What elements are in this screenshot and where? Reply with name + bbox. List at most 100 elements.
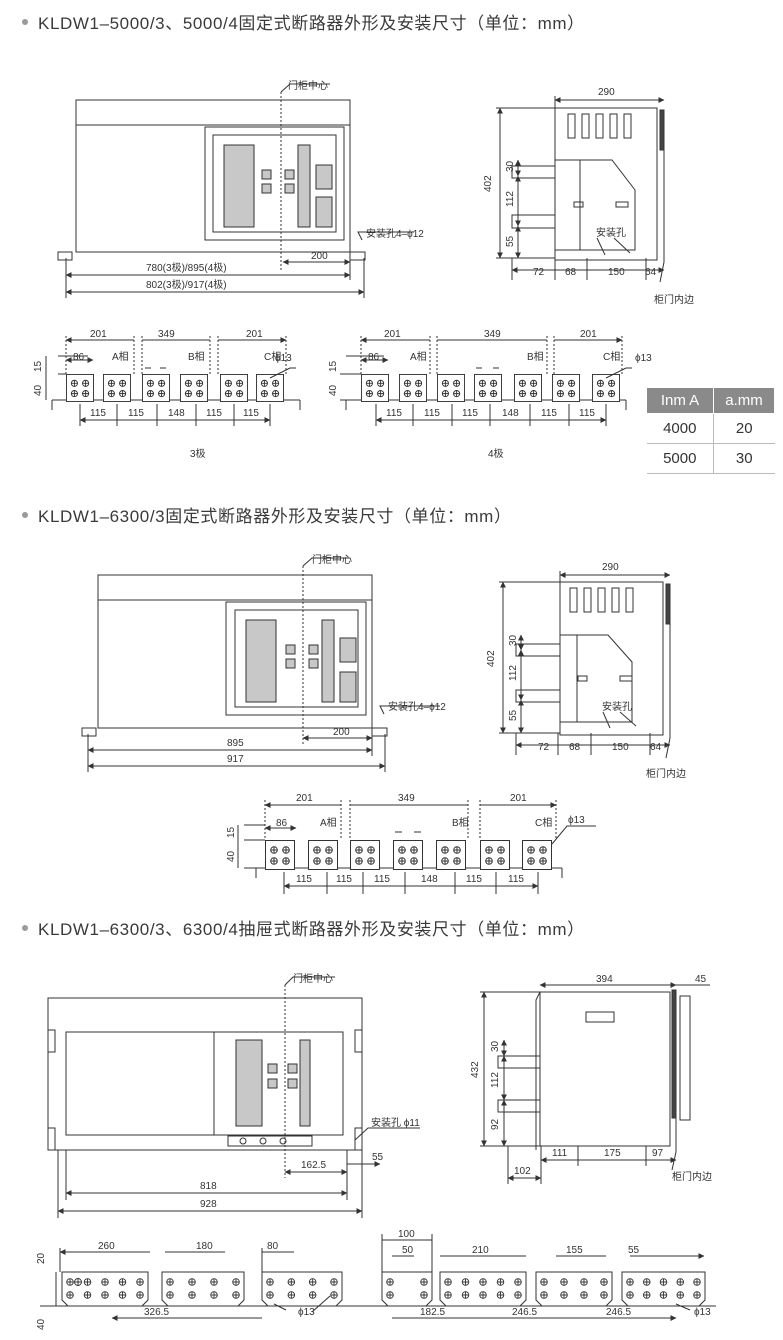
dim-115: 115 [296, 874, 312, 885]
bullet-icon [22, 511, 28, 518]
dim-115: 115 [386, 408, 402, 419]
dim-72: 72 [533, 267, 545, 278]
dim-201: 201 [580, 329, 597, 340]
label-phi13: ϕ13 [568, 815, 585, 826]
dim-246-5: 246.5 [606, 1307, 631, 1318]
side-view-s3 [480, 982, 710, 1184]
busbar-s2 [237, 800, 596, 894]
table-cell: 20 [713, 413, 775, 444]
dim-150: 150 [612, 742, 629, 753]
label-mount-hole: 安装孔 [596, 226, 626, 239]
dim-115: 115 [466, 874, 482, 885]
bolt-hole-cross [420, 1278, 428, 1286]
dim-115: 115 [206, 408, 222, 419]
label-door-center: 门柜中心 [293, 972, 333, 985]
label-mount-hole-11: 安装孔 ϕ11 [371, 1116, 420, 1129]
dim-115: 115 [579, 408, 595, 419]
bolt-hole-cross [479, 1291, 487, 1299]
bolt-hole-cross [497, 1278, 504, 1286]
dim-115: 115 [243, 408, 259, 419]
dim-30: 30 [508, 634, 519, 646]
dim-112: 112 [490, 1072, 501, 1088]
label-door-inner-edge: 柜门内边 [654, 293, 694, 306]
bolt-hole-cross [660, 1278, 667, 1286]
side-view-s2 [499, 571, 670, 759]
dim-148: 148 [421, 874, 438, 885]
front-view-s3 [47, 976, 420, 1218]
bolt-hole-cross [210, 1291, 218, 1299]
bolt-hole-cross [420, 1291, 428, 1299]
table-cell: 5000 [646, 443, 714, 474]
bolt-hole-cross [626, 1278, 634, 1286]
dim-45: 45 [695, 974, 707, 985]
bolt-hole-cross [309, 1278, 316, 1286]
dim-64: 64 [645, 267, 657, 278]
dim-20: 20 [36, 1252, 47, 1264]
bolt-hole-cross [676, 1291, 684, 1299]
bolt-hole-cross [514, 1291, 522, 1299]
dim-115: 115 [374, 874, 390, 885]
label-phase-b: B相 [527, 350, 544, 363]
dim-115: 115 [462, 408, 478, 419]
dim-30: 30 [505, 160, 516, 172]
bolt-hole-cross [444, 1278, 452, 1286]
dim-180: 180 [196, 1241, 213, 1252]
dim-402: 402 [483, 175, 494, 192]
label-phase-a: A相 [410, 350, 427, 363]
label-door-inner-edge: 柜门内边 [672, 1170, 712, 1183]
dim-111: 111 [552, 1148, 568, 1159]
dim-818: 818 [200, 1181, 217, 1192]
bullet-icon [22, 924, 28, 931]
dim-55: 55 [508, 709, 519, 721]
table-row: 4000 20 [646, 413, 775, 444]
bolt-hole-cross [330, 1278, 338, 1286]
dim-112: 112 [508, 665, 519, 681]
dim-290: 290 [602, 562, 619, 573]
dim-50: 50 [402, 1245, 414, 1256]
dim-162-5: 162.5 [301, 1160, 326, 1171]
table-row: 5000 30 [646, 443, 775, 474]
bolt-hole-cross [188, 1291, 196, 1299]
bolt-hole-cross [514, 1278, 522, 1286]
label-door-inner-edge: 柜门内边 [646, 767, 686, 780]
dim-115: 115 [541, 408, 557, 419]
bolt-hole-cross [119, 1291, 126, 1299]
bolt-hole-cross [288, 1278, 295, 1286]
table-cell: 4000 [646, 413, 714, 444]
bolt-hole-cross [580, 1278, 588, 1286]
dim-349: 349 [158, 329, 175, 340]
section-title-text: KLDW1–5000/3、5000/4固定式断路器外形及安装尺寸（单位：mm） [38, 14, 585, 33]
dim-115: 115 [508, 874, 524, 885]
bolt-hole-cross [386, 1278, 394, 1286]
dim-40: 40 [36, 1318, 47, 1330]
table-cell: 30 [713, 443, 775, 474]
dim-201: 201 [510, 793, 527, 804]
busbar-3pole [45, 336, 301, 426]
bolt-hole-cross [643, 1278, 651, 1286]
section-title-text: KLDW1–6300/3固定式断路器外形及安装尺寸（单位：mm） [38, 507, 512, 526]
busbar-drawout [40, 1234, 716, 1318]
bolt-hole-cross [84, 1278, 91, 1286]
label-phase-a: A相 [320, 816, 337, 829]
bolt-hole-cross [101, 1278, 109, 1286]
dim-30: 30 [490, 1040, 501, 1052]
label-phi13: ϕ13 [694, 1307, 711, 1318]
dim-200: 200 [333, 727, 350, 738]
bolt-hole-cross [444, 1291, 452, 1299]
bolt-hole-cross [479, 1278, 487, 1286]
dim-40: 40 [328, 384, 339, 396]
section-title-1: KLDW1–5000/3、5000/4固定式断路器外形及安装尺寸（单位：mm） [22, 9, 585, 34]
section-title-2: KLDW1–6300/3固定式断路器外形及安装尺寸（单位：mm） [22, 502, 512, 527]
dim-802: 802(3极)/917(4极) [146, 278, 227, 291]
bolt-hole-cross [119, 1278, 126, 1286]
bolt-hole-cross [600, 1278, 608, 1286]
bolt-hole-cross [309, 1291, 316, 1299]
dim-201: 201 [246, 329, 263, 340]
dim-349: 349 [398, 793, 415, 804]
dim-115: 115 [336, 874, 352, 885]
bolt-hole-cross [693, 1291, 701, 1299]
bolt-hole-cross [540, 1291, 548, 1299]
rated-current-table: Inm A a.mm 4000 20 5000 30 [646, 387, 775, 474]
label-phi13: ϕ13 [275, 353, 292, 364]
dim-201: 201 [296, 793, 313, 804]
